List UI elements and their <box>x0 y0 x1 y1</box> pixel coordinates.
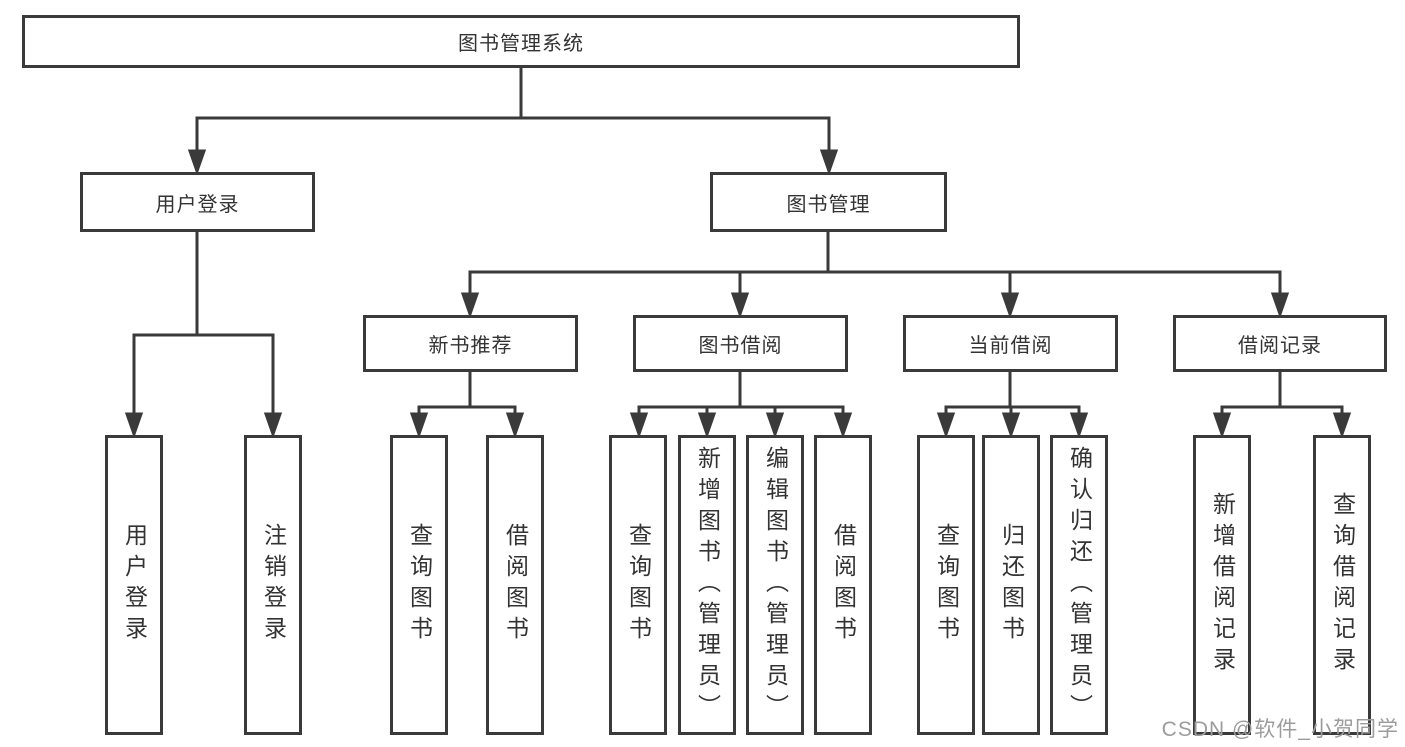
leaf-confirm-return-admin-label: 确认归还（管理员） <box>1066 445 1093 725</box>
connector-borrow-record-split <box>1212 372 1352 439</box>
connector-new-book-rec-split <box>409 372 525 439</box>
node-book-mgmt: 图书管理 <box>710 172 947 232</box>
node-new-book-rec: 新书推荐 <box>363 315 578 372</box>
node-root-system-label: 图书管理系统 <box>458 33 584 55</box>
node-book-mgmt-label: 图书管理 <box>786 193 871 216</box>
leaf-add-book-admin-label: 新增图书（管理员） <box>694 445 721 725</box>
leaf-borrow-books-rec-label: 借阅图书 <box>502 523 529 647</box>
node-root-system: 图书管理系统 <box>22 15 1020 68</box>
leaf-logout-label: 注销登录 <box>260 523 287 647</box>
connector-book-borrow-split <box>629 372 853 439</box>
csdn-watermark: CSDN @软件_小贺同学 <box>1161 718 1399 741</box>
leaf-add-borrow-record: 新增借阅记录 <box>1193 435 1251 735</box>
leaf-user-login: 用户登录 <box>105 435 163 735</box>
node-current-borrow-label: 当前借阅 <box>968 335 1053 357</box>
leaf-user-login-label: 用户登录 <box>121 523 148 647</box>
leaf-add-book-admin: 新增图书（管理员） <box>678 435 736 735</box>
leaf-query-books-rec: 查询图书 <box>390 435 448 735</box>
leaf-borrow-books-rec: 借阅图书 <box>486 435 544 735</box>
leaf-query-borrow-record: 查询借阅记录 <box>1313 435 1371 735</box>
leaf-edit-book-admin-label: 编辑图书（管理员） <box>762 445 789 725</box>
connector-book-mgmt-split <box>460 232 1290 319</box>
leaf-borrow-books-label: 借阅图书 <box>830 523 857 647</box>
leaf-logout: 注销登录 <box>244 435 302 735</box>
node-book-borrow-label: 图书借阅 <box>698 335 783 357</box>
node-new-book-rec-label: 新书推荐 <box>428 335 513 357</box>
node-user-login-label: 用户登录 <box>155 193 240 216</box>
connector-root-split <box>187 68 839 176</box>
leaf-query-books-borrow: 查询图书 <box>609 435 667 735</box>
leaf-edit-book-admin: 编辑图书（管理员） <box>746 435 804 735</box>
connector-user-login-split <box>124 232 283 439</box>
leaf-borrow-books: 借阅图书 <box>814 435 872 735</box>
leaf-query-books-current-label: 查询图书 <box>933 523 960 647</box>
leaf-confirm-return-admin: 确认归还（管理员） <box>1050 435 1108 735</box>
leaf-add-borrow-record-label: 新增借阅记录 <box>1209 492 1236 678</box>
leaf-return-book: 归还图书 <box>982 435 1040 735</box>
node-user-login: 用户登录 <box>80 172 315 232</box>
leaf-query-books-rec-label: 查询图书 <box>406 523 433 647</box>
node-current-borrow: 当前借阅 <box>903 315 1118 372</box>
leaf-query-borrow-record-label: 查询借阅记录 <box>1329 492 1356 678</box>
node-book-borrow: 图书借阅 <box>633 315 848 372</box>
leaf-query-books-current: 查询图书 <box>917 435 975 735</box>
node-borrow-record-label: 借阅记录 <box>1238 335 1322 357</box>
node-borrow-record: 借阅记录 <box>1173 315 1387 372</box>
leaf-return-book-label: 归还图书 <box>998 523 1025 647</box>
leaf-query-books-borrow-label: 查询图书 <box>625 523 652 647</box>
connector-current-borrow-split <box>936 372 1089 439</box>
